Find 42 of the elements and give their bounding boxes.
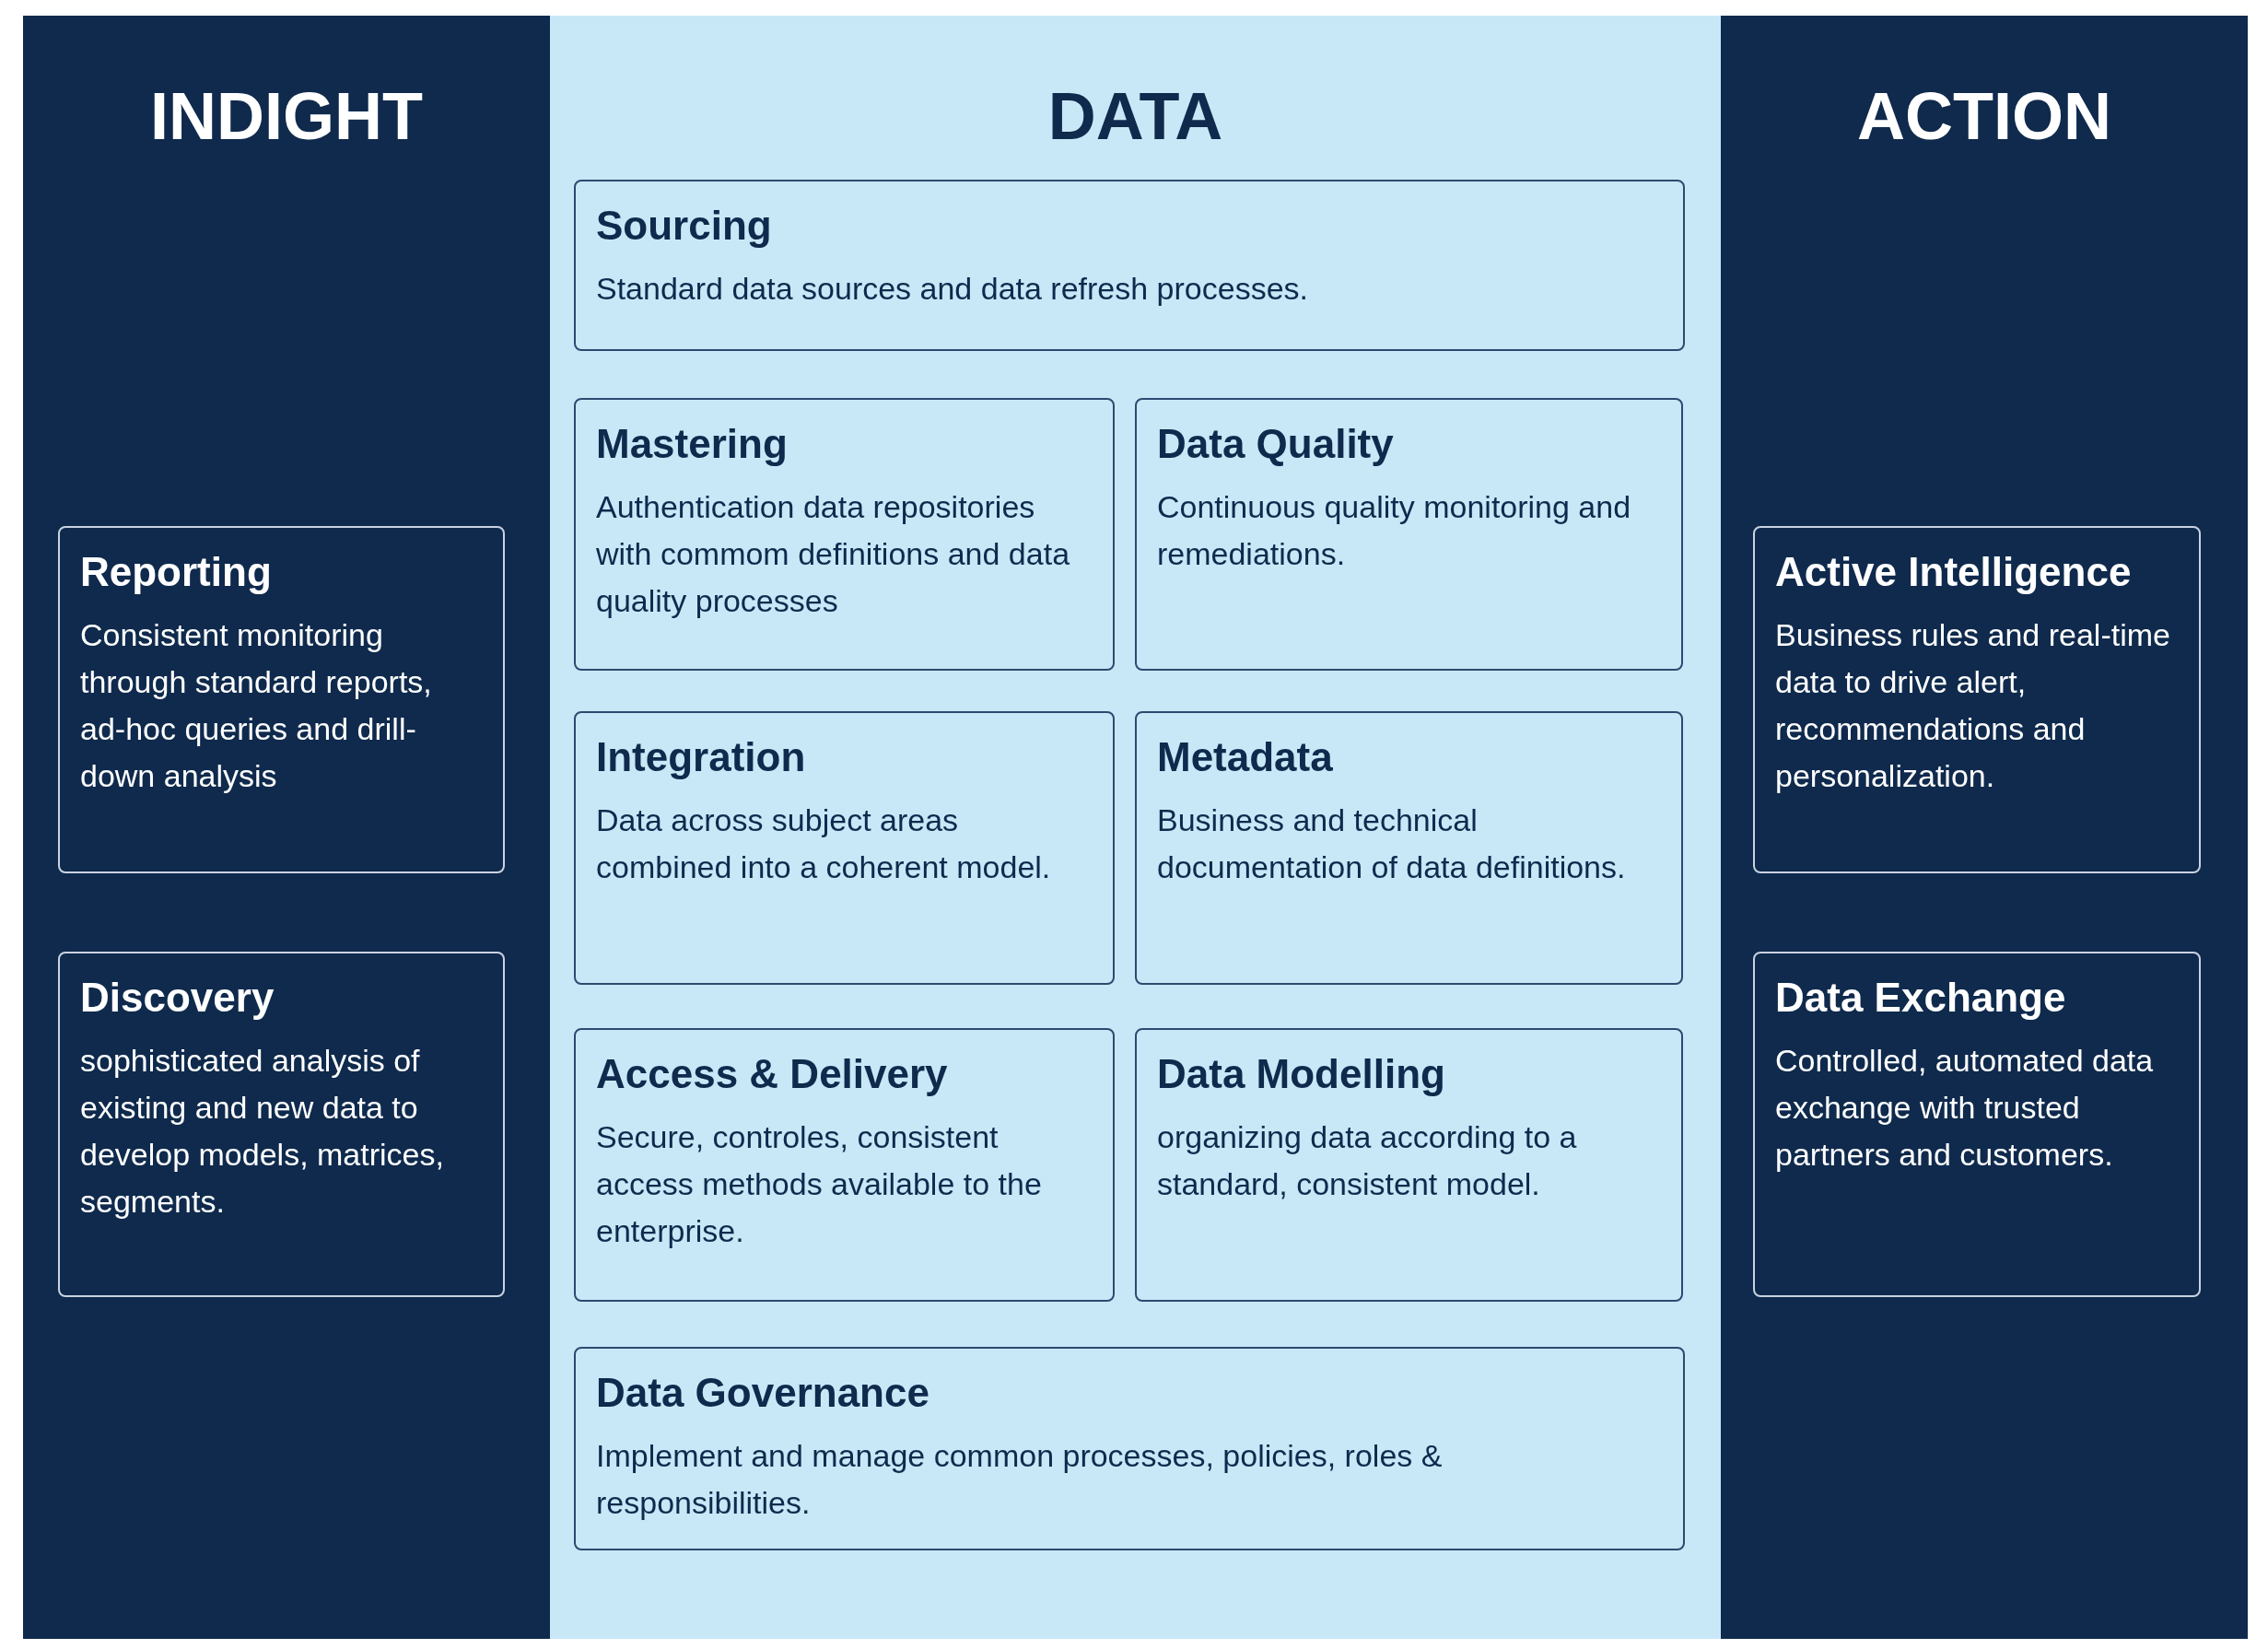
column-heading: ACTION [1857, 79, 2111, 153]
card-heading: Data Exchange [1775, 974, 2067, 1022]
card-heading: Access & Delivery [596, 1050, 949, 1098]
card-heading: Sourcing [596, 202, 773, 250]
card-description: Controlled, automated data exchange with trusted partners and customers. [1775, 1041, 2155, 1174]
column-heading: INDIGHT [150, 79, 423, 153]
info-card [58, 526, 505, 873]
info-card [574, 180, 1685, 351]
info-card [1135, 711, 1683, 985]
info-card [574, 711, 1115, 985]
card-heading: Metadata [1157, 733, 1334, 781]
info-card [574, 1347, 1685, 1550]
card-description: Implement and manage common processes, policies, roles & responsibilities. [596, 1436, 1444, 1522]
info-card [574, 1028, 1115, 1302]
column-panel [550, 16, 1721, 1639]
info-card [58, 952, 505, 1297]
card-heading: Data Modelling [1157, 1050, 1446, 1098]
card-description: Secure, controles, consistent access methods available to the enterprise. [596, 1117, 1043, 1250]
card-heading: Mastering [596, 420, 789, 468]
card-heading: Discovery [80, 974, 275, 1022]
column-panel [23, 16, 550, 1639]
card-heading: Reporting [80, 548, 273, 596]
card-heading: Data Governance [596, 1369, 930, 1417]
card-description: Continuous quality monitoring and remediations. [1157, 487, 1632, 573]
info-card [574, 398, 1115, 671]
card-description: Business and technical documentation of data definitions. [1157, 801, 1627, 886]
info-card [1753, 952, 2201, 1297]
card-heading: Integration [596, 733, 807, 781]
card-description: sophisticated analysis of existing and new data to develop models, matrices, segments. [80, 1041, 445, 1221]
info-card [1135, 1028, 1683, 1302]
card-description: Consistent monitoring through standard reports, ad-hoc queries and drill-down analysis [80, 615, 433, 795]
card-heading: Data Quality [1157, 420, 1395, 468]
column-panel [1721, 16, 2248, 1639]
card-heading: Active Intelligence [1775, 548, 2133, 596]
card-description: Business rules and real-time data to drive alert, recommendations and personalization. [1775, 615, 2171, 795]
column-heading: DATA [1047, 79, 1223, 153]
info-card [1753, 526, 2201, 873]
card-description: Standard data sources and data refresh processes. [596, 269, 1310, 308]
card-description: Authentication data repositories with commom definitions and data quality processes [596, 487, 1071, 620]
card-description: organizing data according to a standard, consistent model. [1157, 1117, 1578, 1203]
info-card [1135, 398, 1683, 671]
card-description: Data across subject areas combined into a coherent model. [596, 801, 1052, 886]
